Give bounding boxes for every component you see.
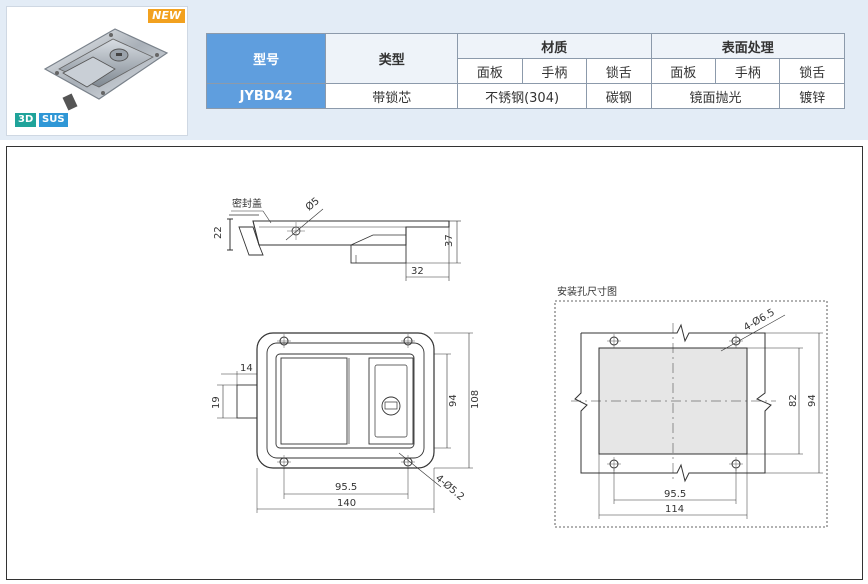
dim-140: 140 [337, 498, 356, 509]
new-badge: NEW [148, 9, 185, 23]
surface-panel-handle-value: 镜面抛光 [650, 83, 781, 109]
spec-table: 型号 类型 材质 表面处理 面板 手柄 锁舌 面板 手柄 锁舌 JYBD42 带… [205, 33, 846, 109]
model-value: JYBD42 [205, 83, 327, 109]
dim-19: 19 [211, 396, 222, 409]
surface-tongue-value: 镀锌 [779, 83, 845, 109]
dim-95-5: 95.5 [335, 482, 357, 493]
side-view [227, 208, 461, 281]
dim-d5: Ø5 [303, 195, 322, 213]
technical-drawing: 密封盖 Ø5 22 37 32 14 19 94 108 95.5 140 4-… [6, 146, 863, 580]
subheader-handle: 手柄 [521, 58, 588, 84]
dim-95-5-cutout: 95.5 [664, 489, 686, 500]
mounting-cutout-view [554, 300, 828, 528]
header-model: 型号 [205, 33, 327, 84]
paddle-latch-illustration [43, 28, 169, 111]
product-image: NEW 3D SUS [6, 6, 188, 136]
header-surface: 表面处理 [650, 33, 846, 59]
header-type: 类型 [325, 33, 459, 84]
sus-material-badge: SUS [39, 113, 68, 127]
type-value: 带锁芯 [325, 83, 459, 109]
material-panel-handle-value: 不锈钢(304) [457, 83, 588, 109]
dim-82: 82 [788, 394, 799, 407]
dim-108: 108 [470, 390, 481, 409]
subheader-handle-surface: 手柄 [715, 58, 781, 84]
cutout-title: 安装孔尺寸图 [557, 285, 617, 298]
subheader-panel-surface: 面板 [650, 58, 717, 84]
dim-37: 37 [444, 234, 455, 247]
header-material: 材质 [457, 33, 652, 59]
dim-32: 32 [411, 266, 424, 277]
seal-cover-label: 密封盖 [232, 197, 262, 210]
subheader-tongue-surface: 锁舌 [779, 58, 845, 84]
dim-22: 22 [213, 226, 224, 239]
subheader-panel: 面板 [457, 58, 523, 84]
dim-94: 94 [448, 394, 459, 407]
dim-14: 14 [240, 363, 253, 374]
drawing-canvas: 密封盖 Ø5 22 37 32 14 19 94 108 95.5 140 4-… [211, 195, 828, 528]
material-tongue-value: 碳钢 [586, 83, 652, 109]
front-view [217, 332, 473, 513]
dim-94-cutout: 94 [807, 394, 818, 407]
3d-model-badge[interactable]: 3D [15, 113, 37, 127]
dim-114: 114 [665, 504, 684, 515]
dim-holes-front: 4-Ø5.2 [433, 472, 467, 503]
subheader-tongue: 锁舌 [586, 58, 652, 84]
